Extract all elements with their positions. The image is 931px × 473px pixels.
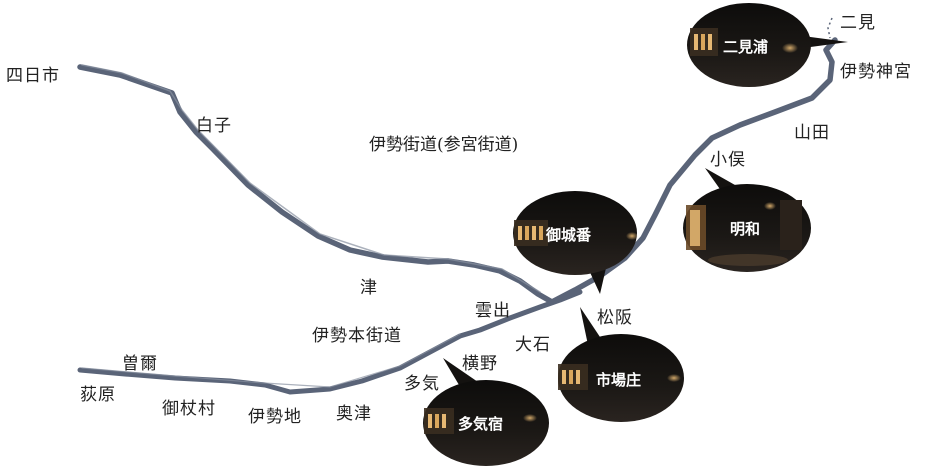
place-yokkaichi: 四日市	[6, 66, 60, 86]
photo-meiwa[interactable]: 明和	[683, 168, 811, 272]
place-ise-jingu: 伊勢神宮	[840, 62, 912, 82]
route-title: 伊勢街道(参宮街道)	[369, 135, 519, 155]
place-futami: 二見	[840, 13, 876, 33]
photo-futamiura-label: 二見浦	[723, 38, 768, 56]
place-ise-hon-kaido: 伊勢本街道	[312, 326, 402, 346]
photo-ichibasho[interactable]: 市場庄	[558, 307, 684, 422]
futami-branch	[827, 17, 833, 39]
place-obata: 小俣	[710, 150, 746, 170]
place-oishi: 大石	[515, 335, 551, 355]
place-yokono: 横野	[462, 354, 498, 374]
place-hagihara: 荻原	[80, 385, 116, 405]
place-matsusaka: 松阪	[597, 308, 633, 328]
place-yamada: 山田	[794, 123, 830, 143]
place-sone: 曽爾	[122, 354, 158, 374]
photo-meiwa-label: 明和	[730, 220, 760, 238]
ise-hon-kaido-route-edge	[81, 333, 461, 388]
photo-tagejuku-label: 多気宿	[458, 415, 503, 433]
photo-gojoban-label: 御城番	[545, 226, 592, 244]
photo-gojoban[interactable]: 御城番	[513, 191, 638, 294]
place-okutsu: 奥津	[336, 404, 372, 424]
place-shiroko: 白子	[196, 116, 232, 136]
place-iseji: 伊勢地	[248, 407, 302, 427]
place-mitsuemura: 御杖村	[162, 399, 216, 419]
place-izumo: 雲出	[475, 301, 511, 321]
photo-ichibasho-label: 市場庄	[596, 371, 641, 389]
place-tsu: 津	[360, 278, 378, 298]
photo-tagejuku[interactable]: 多気宿	[423, 358, 549, 466]
ise-kaido-route	[77, 37, 838, 305]
ise-hon-kaido-route	[77, 289, 583, 395]
ise-kaido-route-edge	[81, 64, 541, 293]
photo-futamiura[interactable]: 二見浦	[687, 3, 848, 87]
place-tage: 多気	[404, 374, 440, 394]
